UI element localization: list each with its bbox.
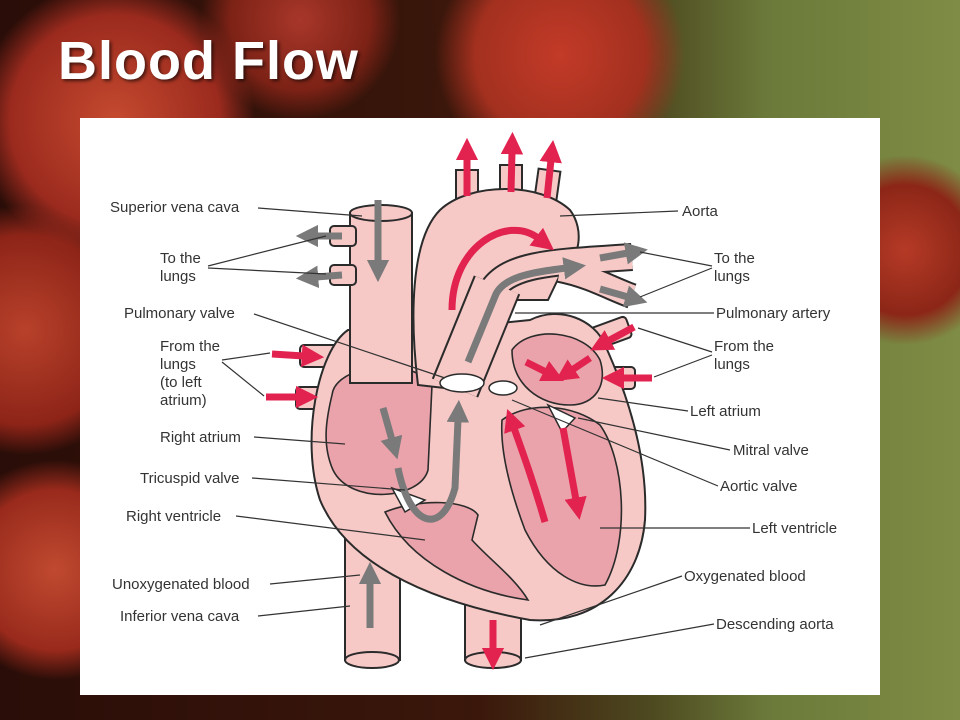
leader-lines <box>207 207 750 659</box>
leader-line-right-ventricle <box>235 515 426 541</box>
leader-line-inferior-vena-cava <box>257 605 351 617</box>
label-aortic-valve: Aortic valve <box>720 478 798 495</box>
red-arrow-left-atrium-b <box>555 355 592 382</box>
leader-line-from-lungs-right-b <box>653 354 713 378</box>
label-unoxygenated-blood: Unoxygenated blood <box>112 576 250 593</box>
label-line: lungs <box>160 268 196 285</box>
red-arrow-left-ventricle-up <box>504 409 549 523</box>
pulmonary-artery-left-branches <box>329 225 357 286</box>
leader-line-mitral-valve <box>577 417 731 451</box>
leader-line-to-lungs-left-a <box>207 235 327 267</box>
leader-line-pulmonary-valve <box>253 313 446 379</box>
gray-arrow-to-lungs-right-upper <box>599 242 648 265</box>
label-line: lungs <box>714 268 750 285</box>
leader-line-from-lungs-left-b <box>221 361 265 397</box>
label-line: lungs <box>714 356 750 373</box>
leader-line-descending-aorta <box>524 623 715 659</box>
red-arrow-aorta-branch-2 <box>500 131 524 193</box>
leader-line-unoxygenated-blood <box>269 574 361 585</box>
label-inferior-vena-cava: Inferior vena cava <box>120 608 240 625</box>
leader-line-to-lungs-left-b <box>207 267 327 275</box>
leader-line-to-lungs-right-a <box>639 251 713 267</box>
label-pulmonary-artery: Pulmonary artery <box>716 305 831 322</box>
left-ventricle-chamber <box>500 406 623 587</box>
leader-line-tricuspid-valve <box>251 477 406 491</box>
red-arrow-left-atrium-a <box>524 358 565 382</box>
leader-line-aorta <box>559 210 679 217</box>
gray-arrow-to-lungs-left-lower <box>295 265 343 288</box>
label-line: From the <box>160 338 220 355</box>
slide-title: Blood Flow <box>58 31 359 91</box>
labels-left: Superior vena cava To the lungs Pulmonar… <box>110 199 250 625</box>
red-arrow-from-lungs-right-upper <box>590 323 636 351</box>
leader-line-to-lungs-right-b <box>639 267 713 298</box>
pulmonary-valve-ring <box>439 373 485 393</box>
red-arrow-aortic-arch <box>448 226 555 311</box>
right-atrium-chamber <box>325 366 433 496</box>
label-line: lungs <box>160 356 196 373</box>
leader-line-right-atrium <box>253 436 346 445</box>
aortic-valve-ring <box>488 380 518 396</box>
label-line: (to left <box>160 374 203 391</box>
label-descending-aorta: Descending aorta <box>716 616 834 633</box>
leader-line-oxygenated-blood <box>539 575 683 626</box>
labels-right: Aorta To the lungs Pulmonary artery From… <box>682 203 837 633</box>
label-tricuspid-valve: Tricuspid valve <box>140 470 239 487</box>
label-line: To the <box>160 250 201 267</box>
label-left-ventricle: Left ventricle <box>752 520 837 537</box>
label-pulmonary-valve: Pulmonary valve <box>124 305 235 322</box>
red-arrow-left-ventricle-down <box>559 427 587 520</box>
leader-line-left-atrium <box>597 397 689 412</box>
label-line: atrium) <box>160 392 207 409</box>
label-right-ventricle: Right ventricle <box>126 508 221 525</box>
leader-line-from-lungs-left-a <box>221 352 271 361</box>
label-left-atrium: Left atrium <box>690 403 761 420</box>
red-arrow-from-lungs-left-upper <box>271 344 325 368</box>
gray-arrow-to-lungs-right-lower <box>599 285 648 308</box>
gray-arrow-pulmonary-artery <box>464 257 586 364</box>
label-superior-vena-cava: Superior vena cava <box>110 199 240 216</box>
label-to-the-lungs-left: To the lungs <box>160 250 201 285</box>
oxygenated-flow-arrows <box>266 131 652 671</box>
label-to-the-lungs-right: To the lungs <box>714 250 755 285</box>
gray-arrow-right-ventricle <box>394 399 470 523</box>
label-from-the-lungs-right: From the lungs <box>714 338 774 373</box>
right-ventricle-chamber <box>383 501 530 602</box>
red-arrow-aorta-branch-3 <box>539 139 562 199</box>
label-mitral-valve: Mitral valve <box>733 442 809 459</box>
leader-line-aortic-valve <box>511 399 719 487</box>
label-line: From the <box>714 338 774 355</box>
unoxygenated-flow-arrows <box>295 200 648 628</box>
label-oxygenated-blood: Oxygenated blood <box>684 568 806 585</box>
label-line: To the <box>714 250 755 267</box>
label-right-atrium: Right atrium <box>160 429 241 446</box>
leader-line-superior-vena-cava <box>257 207 363 217</box>
leader-line-from-lungs-right-a <box>637 327 713 353</box>
gray-arrow-right-atrium <box>379 407 403 460</box>
label-aorta: Aorta <box>682 203 719 220</box>
label-from-the-lungs-left: From the lungs (to left atrium) <box>160 338 220 409</box>
